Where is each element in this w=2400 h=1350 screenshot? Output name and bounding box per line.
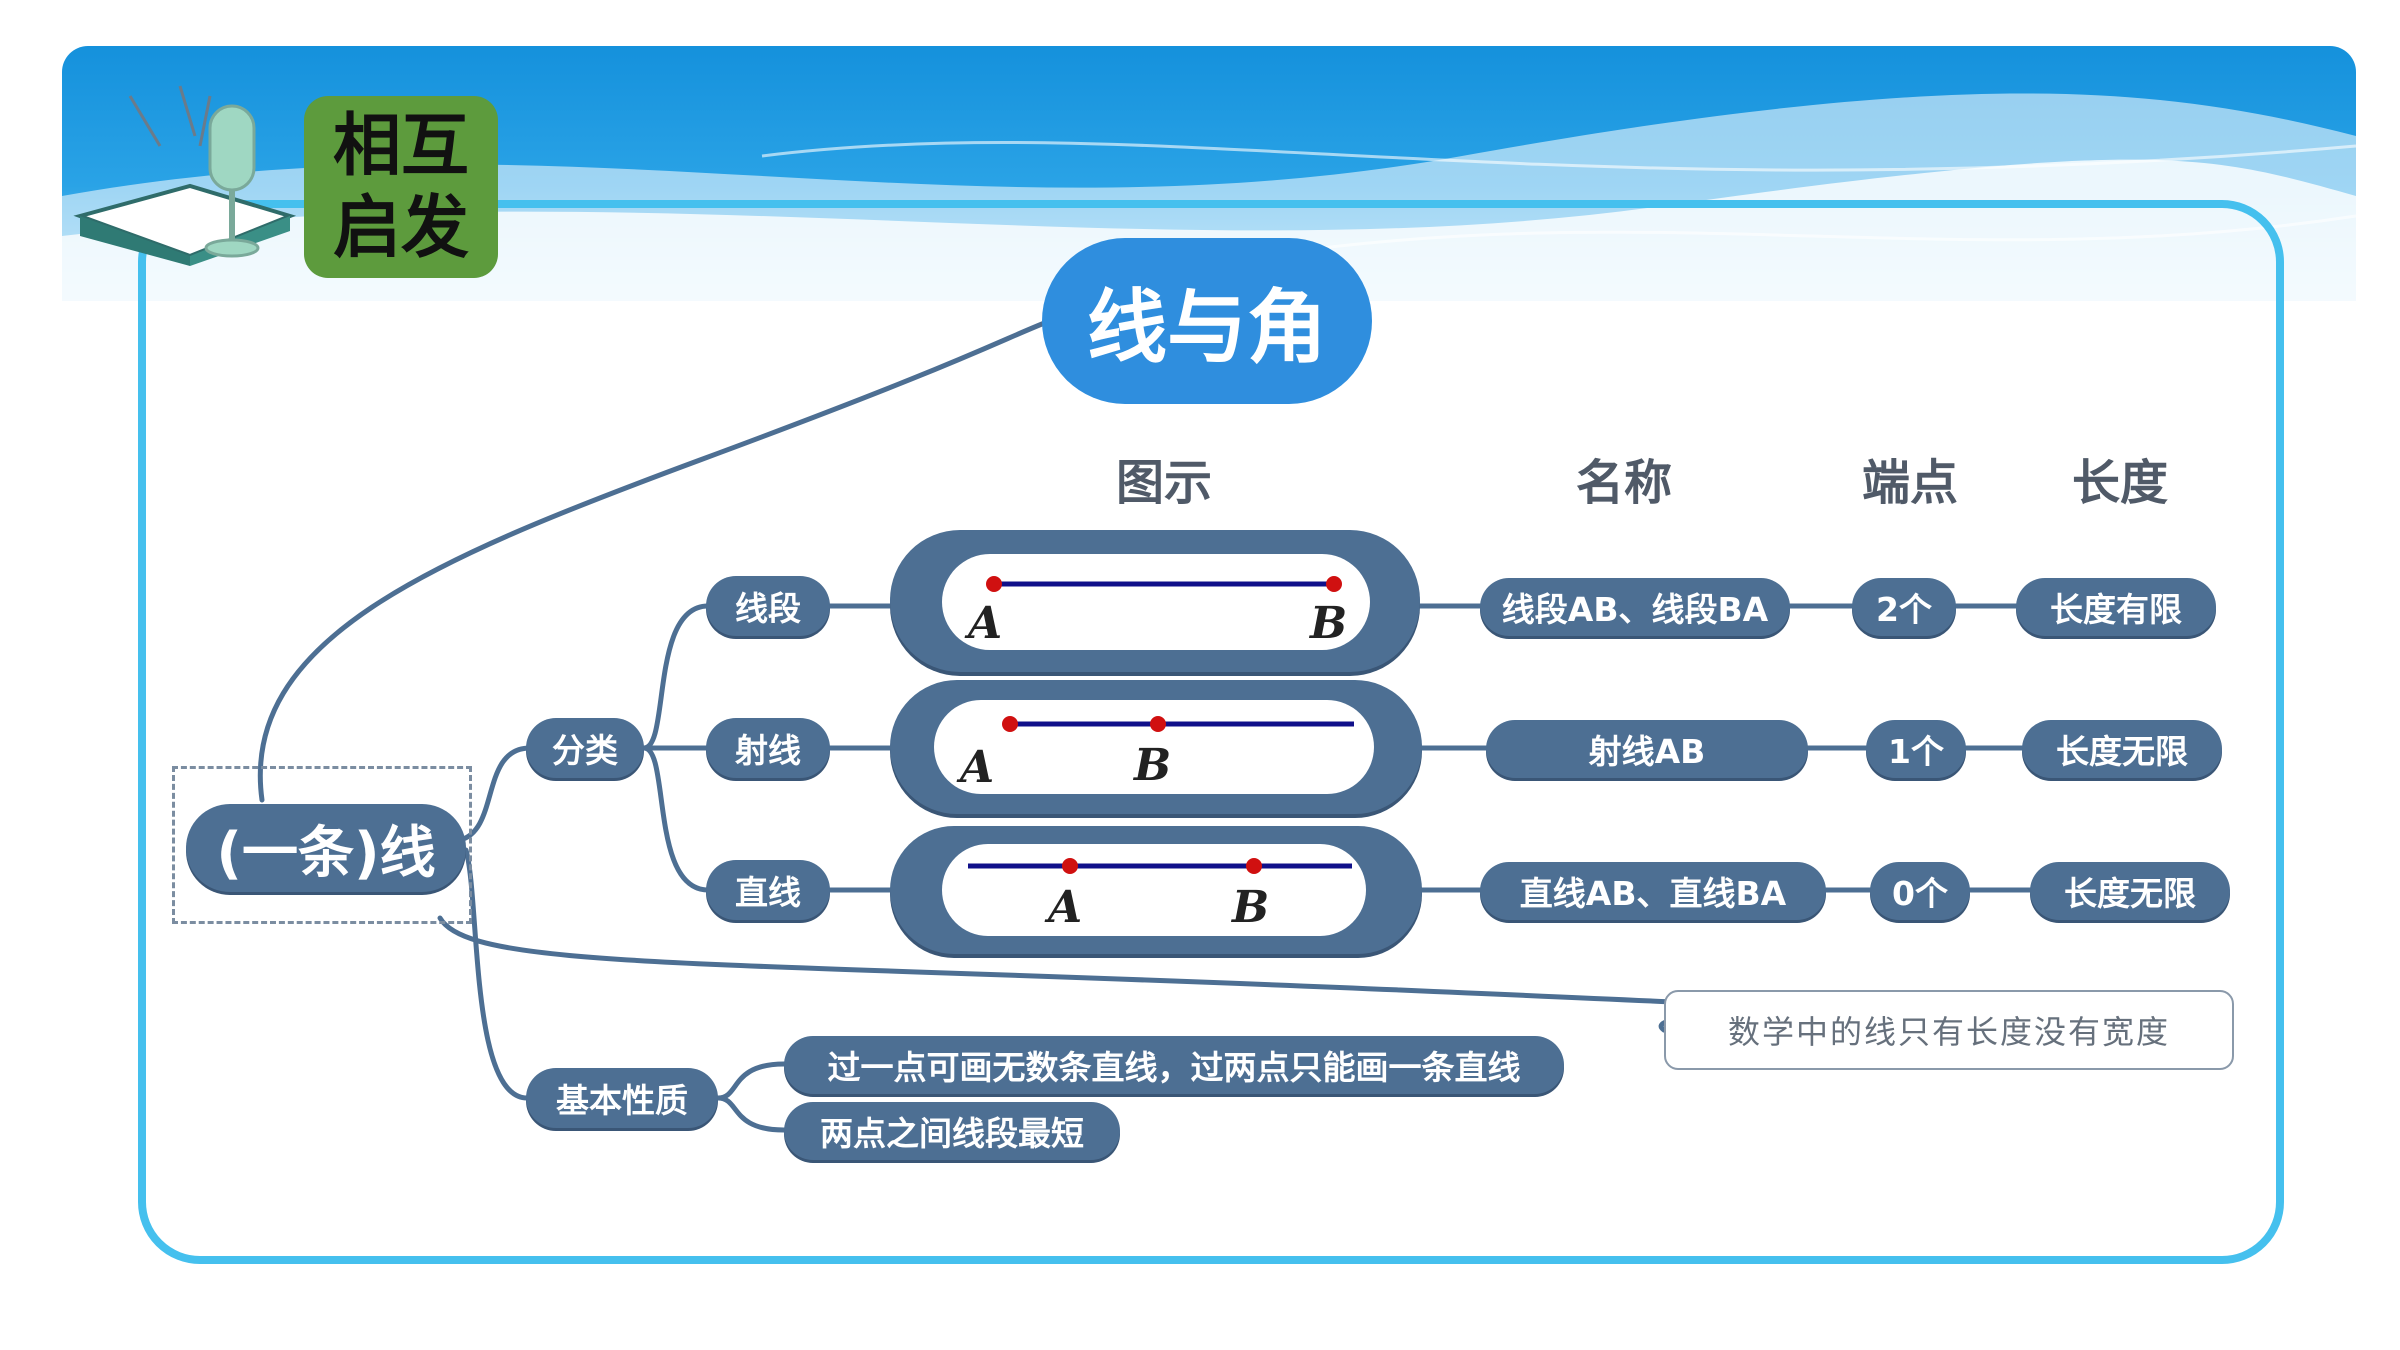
diagram-line: A B	[890, 826, 1422, 954]
header-banner	[62, 46, 2356, 301]
segment-point-b	[1326, 576, 1342, 592]
header-length: 长度	[2071, 455, 2168, 511]
diagram-segment: A B	[890, 530, 1420, 672]
segment-point-a	[986, 576, 1002, 592]
line-label-b: B	[1230, 882, 1269, 933]
ray-label-a: A	[956, 742, 994, 793]
type-node-ray: 射线	[706, 718, 830, 778]
ray-label-b: B	[1132, 740, 1171, 791]
line-point-b	[1246, 858, 1262, 874]
note-callout: 数学中的线只有长度没有宽度	[1664, 990, 2234, 1070]
header-name: 名称	[1575, 455, 1672, 511]
header-endpoints: 端点	[1861, 455, 1958, 511]
book-microphone-icon	[73, 85, 297, 266]
name-ray: 射线AB	[1486, 720, 1808, 778]
endpoints-line: 0个	[1870, 862, 1970, 920]
length-segment: 长度有限	[2016, 578, 2216, 636]
title-blob: 线与角	[1042, 238, 1372, 404]
line-point-a	[1062, 858, 1078, 874]
diagram-ray: A B	[890, 680, 1422, 814]
classification-node: 分类	[526, 718, 644, 778]
line-label-a: A	[1044, 882, 1082, 933]
length-ray: 长度无限	[2022, 720, 2222, 778]
segment-label-a: A	[964, 598, 1002, 649]
root-dashed-outline	[172, 766, 472, 924]
endpoints-ray: 1个	[1866, 720, 1966, 778]
ray-point-a	[1002, 716, 1018, 732]
ray-point-b	[1150, 716, 1166, 732]
name-segment: 线段AB、线段BA	[1480, 578, 1790, 636]
name-line: 直线AB、直线BA	[1480, 862, 1826, 920]
property-item-2: 两点之间线段最短	[784, 1102, 1120, 1160]
type-node-segment: 线段	[706, 576, 830, 636]
property-item-1: 过一点可画无数条直线，过两点只能画一条直线	[784, 1036, 1564, 1094]
root-node: (一条)线	[186, 804, 466, 892]
section-tag-line2: 启发	[332, 189, 469, 268]
properties-node: 基本性质	[526, 1068, 718, 1128]
section-tag: 相互 启发	[304, 96, 498, 278]
header-diagram: 图示	[1115, 455, 1212, 511]
content-frame	[138, 200, 2284, 1264]
endpoints-segment: 2个	[1852, 578, 1956, 636]
segment-label-b: B	[1308, 598, 1347, 649]
length-line: 长度无限	[2030, 862, 2230, 920]
type-node-line: 直线	[706, 860, 830, 920]
section-tag-line1: 相互	[332, 107, 469, 186]
